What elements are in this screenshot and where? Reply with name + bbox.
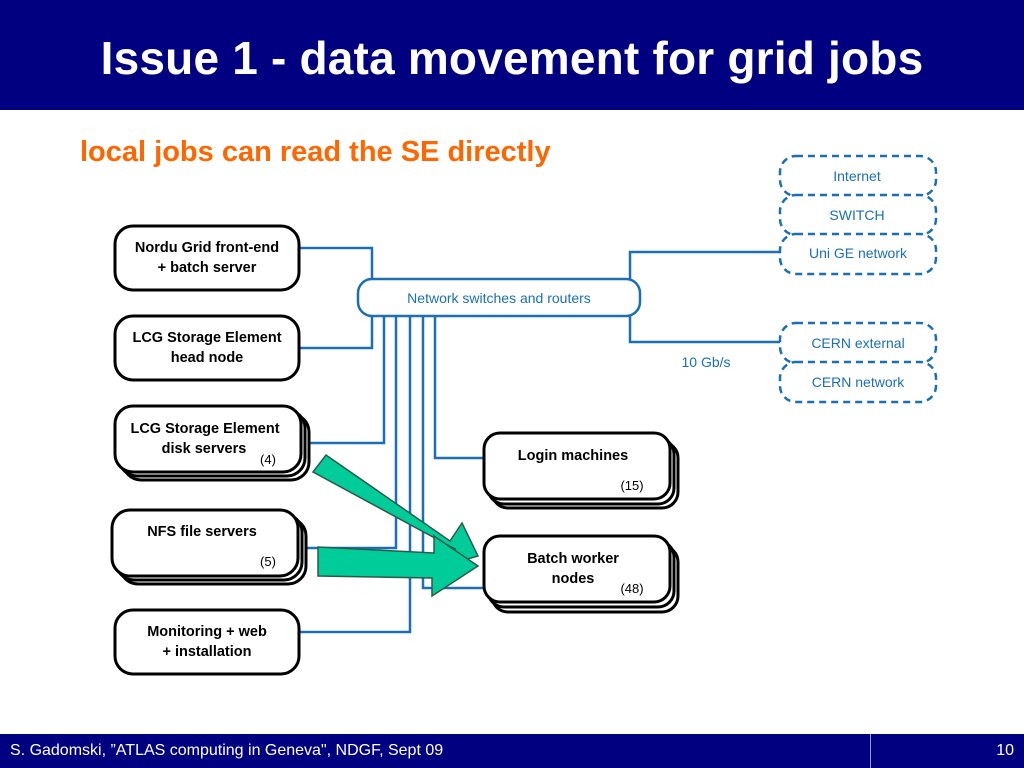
- external-network-label: CERN external: [811, 335, 904, 351]
- external-networks-top: [778, 154, 938, 276]
- slide-subtitle: local jobs can read the SE directly: [80, 136, 551, 168]
- footer-bar: [0, 734, 1024, 768]
- node-monitoring-web: Monitoring + web + installation: [113, 608, 301, 676]
- node-login-machines: Login machines (15): [482, 431, 680, 510]
- footer-text: S. Gadomski, ”ATLAS computing in Geneva"…: [10, 742, 444, 759]
- node-label: nodes: [552, 571, 595, 587]
- external-networks-bottom: [778, 321, 938, 404]
- node-label: LCG Storage Element: [130, 421, 279, 437]
- node-label: + batch server: [158, 260, 257, 276]
- switch-label: Network switches and routers: [407, 290, 591, 306]
- node-count: (15): [620, 478, 643, 493]
- node-lcg-se-headnode: LCG Storage Element head node: [113, 314, 301, 382]
- node-nordugrid-frontend: Nordu Grid front-end + batch server: [113, 224, 301, 292]
- node-count: (48): [620, 581, 643, 596]
- node-label: Nordu Grid front-end: [135, 240, 279, 256]
- network-switch: Network switches and routers: [356, 277, 642, 318]
- node-label: head node: [171, 350, 244, 366]
- node-label: + installation: [162, 644, 251, 660]
- node-batch-workers: Batch worker nodes (48): [482, 534, 680, 614]
- footer-divider: [870, 734, 871, 768]
- title-bar: [0, 0, 1024, 110]
- node-lcg-se-diskservers: LCG Storage Element disk servers (4): [113, 404, 311, 482]
- arrow-nfs-to-workers: [317, 534, 480, 598]
- external-network-label: Uni GE network: [809, 245, 908, 261]
- slide-title: Issue 1 - data movement for grid jobs: [100, 32, 924, 84]
- network-lines: [300, 246, 790, 634]
- page-number: 10: [996, 742, 1014, 759]
- node-count: (4): [260, 452, 276, 467]
- node-label: Batch worker: [527, 551, 619, 567]
- node-label: Monitoring + web: [147, 624, 267, 640]
- external-network-label: SWITCH: [829, 207, 884, 223]
- external-network-label: CERN network: [812, 374, 906, 390]
- node-label: NFS file servers: [147, 524, 257, 540]
- link-speed-label: 10 Gb/s: [681, 354, 730, 370]
- node-nfs-fileservers: NFS file servers (5): [110, 508, 308, 586]
- node-count: (5): [260, 554, 276, 569]
- node-label: disk servers: [162, 441, 247, 457]
- external-network-label: Internet: [833, 168, 881, 184]
- data-flow-arrows: [311, 453, 480, 598]
- node-label: LCG Storage Element: [132, 330, 281, 346]
- node-label: Login machines: [518, 448, 628, 464]
